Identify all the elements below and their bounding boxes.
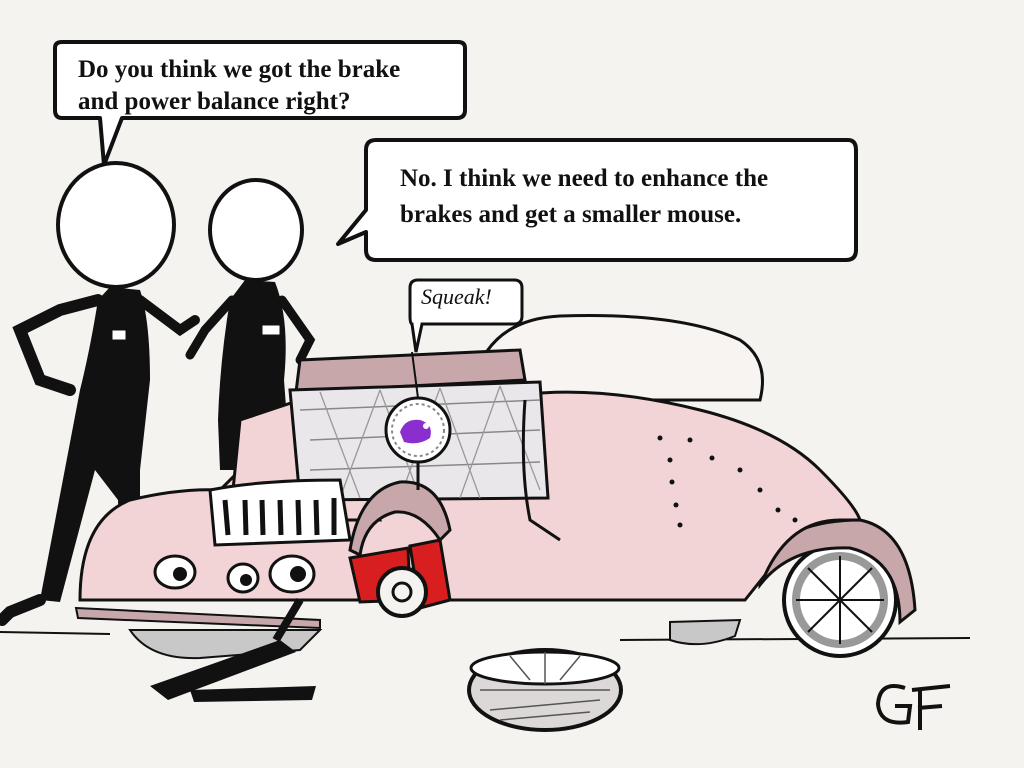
mouse-wheel-icon	[384, 351, 452, 490]
bubble-2-line-2: brakes and get a smaller mouse.	[400, 201, 742, 228]
spare-tire-icon	[467, 648, 623, 732]
car-jack-icon	[150, 597, 316, 702]
squeak-label: Squeak!	[421, 284, 492, 309]
brake-caliper-icon	[348, 538, 452, 618]
car-canopy	[468, 314, 764, 402]
speech-bubble-1	[53, 40, 467, 167]
squeak-bubble	[408, 278, 524, 353]
pink-car-icon	[74, 348, 917, 660]
bubble-1-line-1: Do you think we got the brake	[78, 56, 401, 83]
artist-signature-icon	[875, 684, 951, 730]
speech-bubble-2	[336, 138, 858, 262]
bubble-2-line-1: No. I think we need to enhance the	[400, 165, 769, 192]
bubble-1-line-2: and power balance right?	[78, 88, 351, 115]
